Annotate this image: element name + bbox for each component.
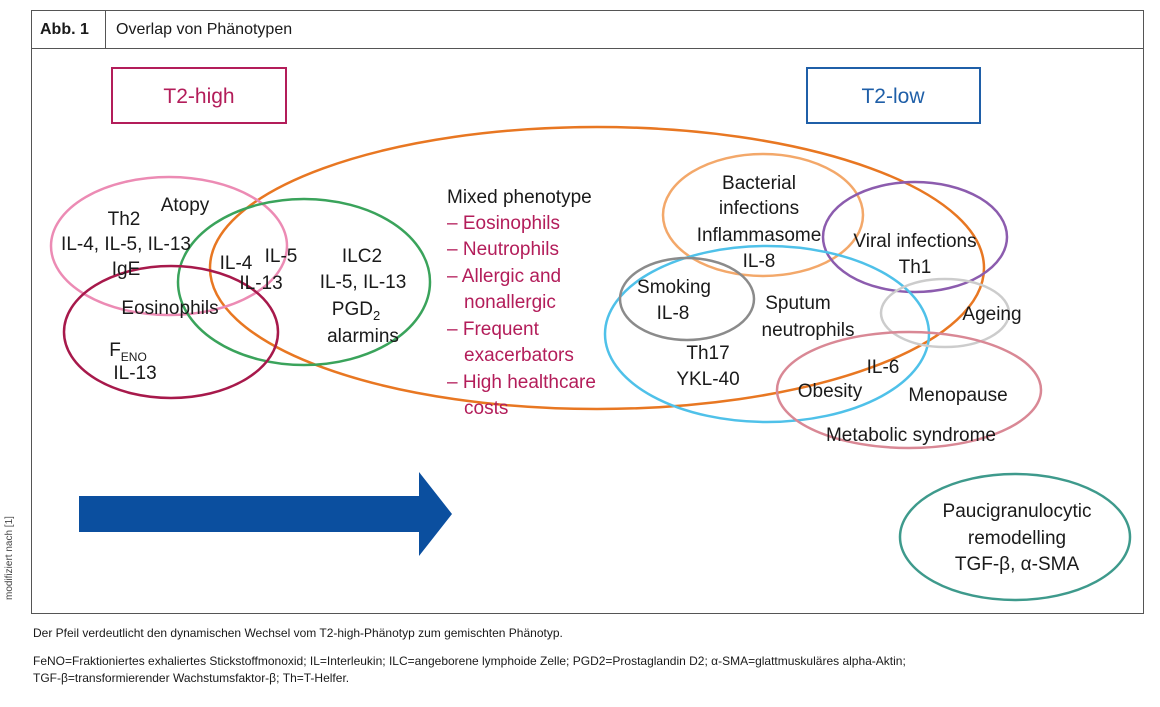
il6-label: IL-6 (867, 357, 900, 378)
ilc-il13-label: IL-13 (239, 273, 282, 294)
t2-low-label: T2-low (861, 85, 925, 108)
infections-label: infections (719, 198, 799, 219)
ykl40-label: YKL-40 (676, 369, 739, 390)
source-note: modifiziert nach [1] (4, 516, 15, 600)
obesity-label: Obesity (798, 381, 863, 402)
t2-low-box (806, 67, 981, 124)
sputum-ellipse (603, 244, 931, 424)
viral-ellipse (821, 180, 1009, 294)
ilc-il4-label: IL-4 (220, 253, 253, 274)
mixed-item-nonallergic: nonallergic (464, 292, 556, 313)
pgd-subscript: 2 (373, 308, 380, 323)
eosinophils-il13-label: IL-13 (113, 363, 156, 384)
th2-line: Th2 (108, 209, 141, 230)
mixed-item-costs: costs (464, 398, 508, 419)
figure-label: Abb. 1 (32, 11, 106, 48)
mixed-phenotype-title: Mixed phenotype (447, 187, 592, 208)
atopy-ellipse (49, 175, 289, 317)
transition-arrow (79, 472, 452, 556)
th17-label: Th17 (686, 343, 729, 364)
feno-subscript: ENO (121, 350, 147, 364)
paucigranulocytic-label: Paucigranulocytic (943, 501, 1092, 522)
bacterial-ellipse (661, 152, 865, 278)
viral-infections-label: Viral infections (853, 231, 976, 252)
th1-label: Th1 (899, 257, 932, 278)
tgf-sma-label: TGF-β, α-SMA (955, 554, 1080, 575)
mixed-item-allergic: – Allergic and (447, 266, 561, 287)
metabolic-syndrome-label: Metabolic syndrome (826, 425, 996, 446)
figure-header: Abb. 1 Overlap von Phänotypen (32, 11, 1143, 49)
alarmins-label: alarmins (327, 326, 399, 347)
smoking-il8-label: IL-8 (657, 303, 690, 324)
paucigranulocytic-ellipse (898, 472, 1132, 602)
t2-high-box (111, 67, 287, 124)
ilc2-ellipse (176, 197, 432, 367)
pgd2-label: PGD2 (332, 299, 380, 323)
figure-title: Overlap von Phänotypen (116, 21, 293, 38)
smoking-label: Smoking (637, 277, 711, 298)
inflammasome-label: Inflammasome (697, 225, 822, 246)
phenotype-diagram: T2-high T2-low Atopy Th2 IL-4, IL-5, IL-… (49, 67, 1132, 602)
mixed-item-exacerbators: exacerbators (464, 345, 574, 366)
mixed-item-healthcare: – High healthcare (447, 372, 596, 393)
feno-label: FENO (109, 340, 147, 364)
sputum-label: Sputum (765, 293, 830, 314)
menopause-label: Menopause (908, 385, 1007, 406)
interleukins-line: IL-4, IL-5, IL-13 (61, 234, 191, 255)
neutrophils-label: neutrophils (762, 320, 855, 341)
mixed-item-eosinophils: – Eosinophils (447, 213, 560, 234)
ige-line: IgE (112, 259, 141, 280)
caption-arrow-note: Der Pfeil verdeutlicht den dynamischen W… (33, 626, 563, 640)
smoking-ellipse (618, 256, 756, 342)
mixed-item-neutrophils: – Neutrophils (447, 239, 559, 260)
remodelling-label: remodelling (968, 528, 1066, 549)
feno-main: F (109, 340, 121, 361)
pgd-main: PGD (332, 299, 373, 320)
ageing-ellipse (879, 277, 1011, 349)
t2-high-label: T2-high (163, 85, 234, 108)
ilc2-interleukins-label: IL-5, IL-13 (320, 272, 407, 293)
mixed-item-frequent: – Frequent (447, 319, 540, 340)
ageing-label: Ageing (962, 304, 1021, 325)
eosinophils-label: Eosinophils (121, 298, 218, 319)
mixed-phenotype-ellipse (208, 125, 986, 411)
caption-abbreviations-1: FeNO=Fraktioniertes exhaliertes Sticksto… (33, 654, 906, 668)
eosinophils-ellipse (62, 264, 280, 400)
obesity-ellipse (775, 330, 1043, 450)
ilc-il5-label: IL-5 (265, 246, 298, 267)
bacterial-il8-label: IL-8 (743, 251, 776, 272)
atopy-label: Atopy (161, 195, 210, 216)
figure-frame: Abb. 1 Overlap von Phänotypen T2-high T2… (31, 10, 1144, 614)
ilc2-label: ILC2 (342, 246, 382, 267)
bacterial-label: Bacterial (722, 173, 796, 194)
caption-abbreviations-2: TGF-β=transformierender Wachstumsfaktor-… (33, 671, 350, 685)
